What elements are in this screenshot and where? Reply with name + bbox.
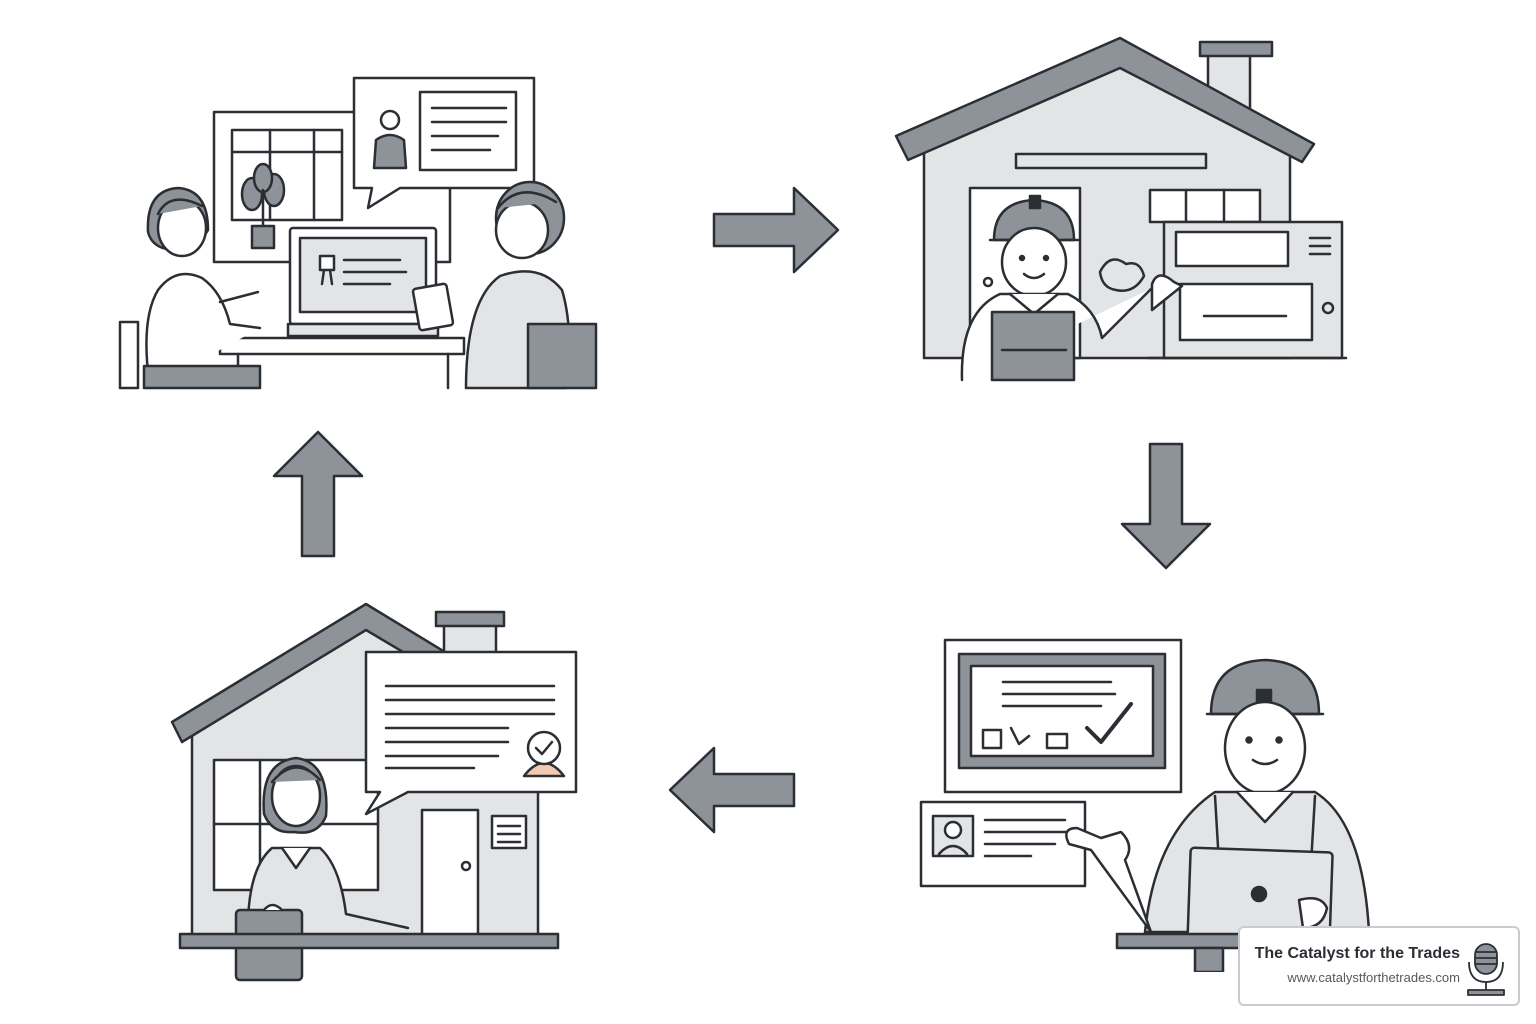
brand-badge[interactable]: The Catalyst for the Trades www.catalyst… — [1238, 926, 1520, 1006]
arrow-left-icon — [668, 746, 796, 834]
homeowner-review-illustration — [170, 602, 578, 982]
technician-house-illustration — [894, 36, 1348, 382]
arrow-down-icon — [1120, 442, 1212, 570]
arrow-right-icon — [712, 186, 840, 274]
tablet-presentation-illustration — [919, 638, 1371, 972]
arrow-up-icon — [272, 430, 364, 558]
brand-title: The Catalyst for the Trades — [1254, 945, 1460, 962]
consultation-illustration — [118, 76, 598, 390]
microphone-icon — [1467, 943, 1505, 996]
brand-url[interactable]: www.catalystforthetrades.com — [1287, 970, 1460, 985]
